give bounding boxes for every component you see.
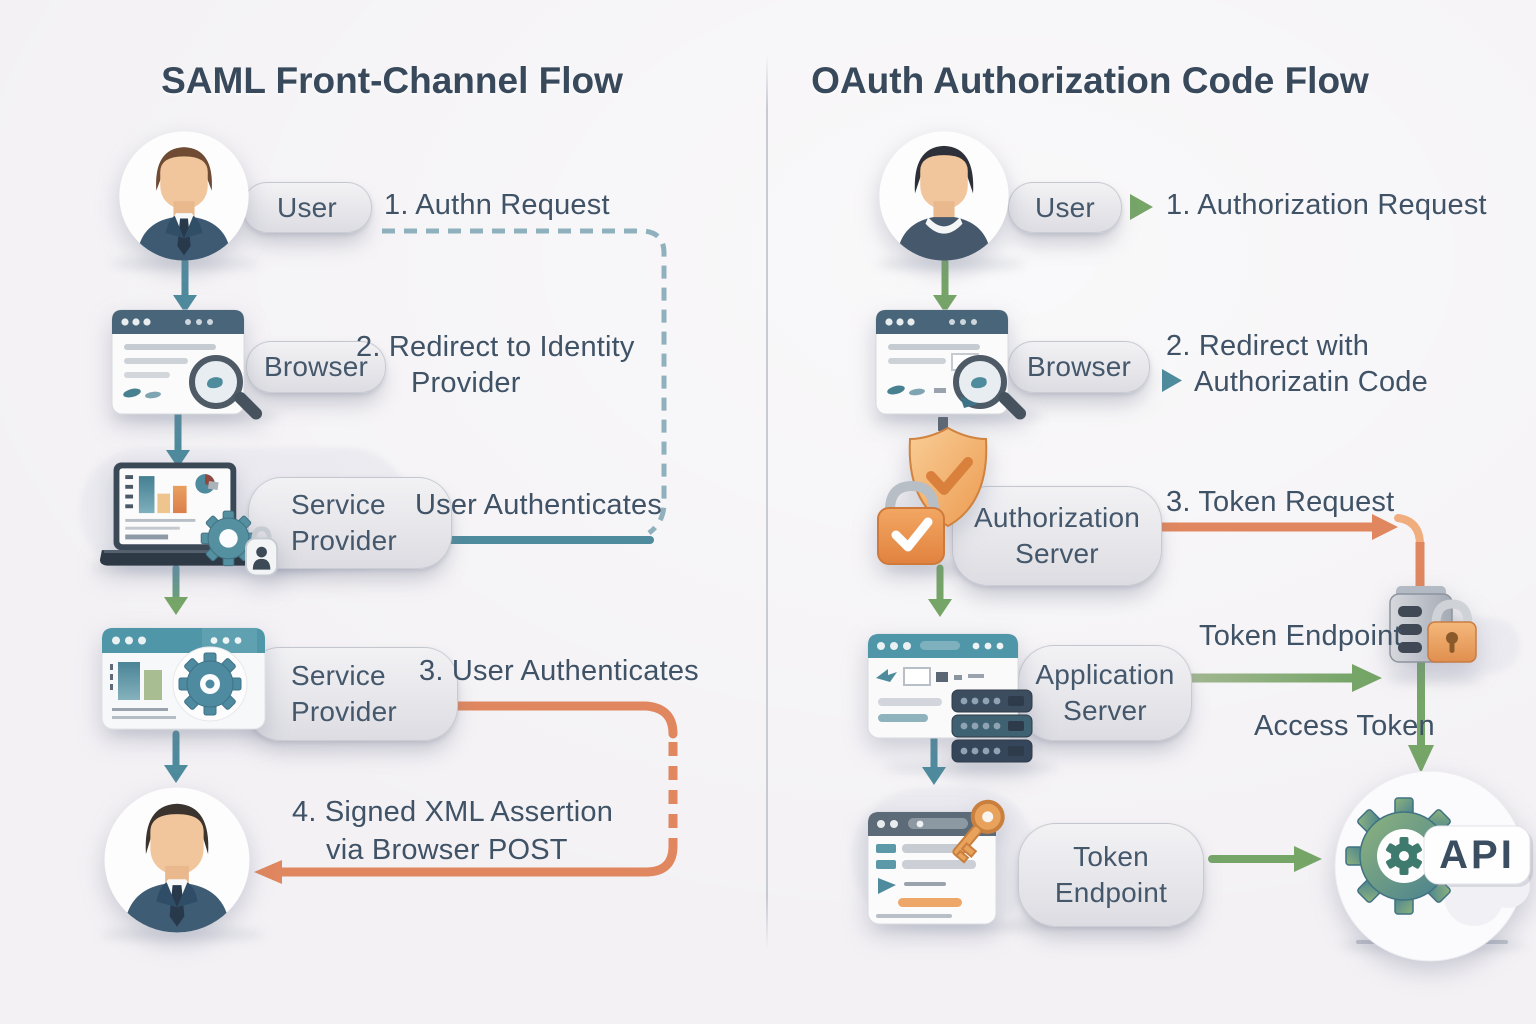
- magnifier-icon: [953, 355, 1027, 420]
- saml-service-provider-laptop-icon: [98, 462, 283, 577]
- oauth-auth-server-shield-lock-icon: [876, 424, 1006, 574]
- oauth-access-token-arrowhead: [1408, 745, 1434, 773]
- key-icon: [952, 799, 1005, 864]
- oauth-app-server-label-pill: Application Server: [1018, 645, 1192, 741]
- oauth-te-to-api-arrowhead: [1294, 846, 1322, 872]
- padlock-check-icon: [877, 480, 945, 565]
- oauth-user-label-pill: User: [1008, 182, 1122, 233]
- saml-service-provider-window-icon: [101, 627, 267, 731]
- lock-user-icon: [245, 526, 279, 577]
- oauth-step2-line1: 2. Redirect with: [1166, 330, 1370, 362]
- saml-step2-line1: 2. Redirect to Identity: [356, 331, 635, 363]
- oauth-token-request-fold: [1394, 514, 1424, 549]
- oauth-user-label: User: [1035, 191, 1095, 223]
- saml-sp1-label-pill: Service Provider: [248, 477, 452, 569]
- ground-shadow: [1388, 672, 1483, 682]
- oauth-auth-server-label-line2: Server: [1015, 538, 1099, 569]
- ground-shadow: [100, 928, 265, 941]
- saml-sp2-label-line1: Service: [291, 659, 386, 691]
- oauth-access-token-text: Access Token: [1254, 710, 1435, 742]
- saml-arrowhead-browser-to-sp: [166, 450, 190, 468]
- saml-user2-avatar-icon: [103, 786, 251, 934]
- saml-arrowhead-sp2-to-user: [164, 765, 188, 783]
- saml-step5-line2: via Browser POST: [326, 834, 568, 866]
- saml-assertion-bottom-arrow: [277, 841, 678, 877]
- oauth-token-endpoint-window-icon: [867, 798, 1020, 928]
- green-play-icon: [1130, 194, 1153, 220]
- saml-step5-line1: 4. Signed XML Assertion: [292, 796, 614, 828]
- saml-browser-icon: [111, 309, 263, 428]
- oauth-browser-icon: [875, 309, 1027, 428]
- saml-user-avatar-icon: [118, 130, 250, 262]
- saml-step1-text: 1. Authn Request: [384, 189, 610, 221]
- saml-step4-text: 3. User Authenticates: [419, 655, 699, 687]
- saml-arrowhead-sp-to-sp2: [164, 597, 188, 615]
- oauth-browser-label-pill: Browser: [1008, 341, 1150, 393]
- oauth-te-label-line2: Endpoint: [1054, 877, 1168, 908]
- oauth-browser-label: Browser: [1026, 351, 1132, 382]
- oauth-application-server-icon: [867, 632, 1038, 774]
- oauth-api-icon: API: [1332, 768, 1533, 964]
- oauth-te-label-pill: Token Endpoint: [1018, 823, 1204, 927]
- gear-icon: [178, 652, 242, 716]
- oauth-te-label-line1: Token: [1073, 840, 1149, 872]
- saml-assertion-bottom-arrowhead: [254, 860, 282, 884]
- api-label: API: [1439, 833, 1515, 877]
- oauth-token-endpoint-arrowhead: [1352, 664, 1382, 692]
- saml-title: SAML Front-Channel Flow: [161, 60, 623, 101]
- oauth-app-server-label-line1: Application: [1035, 658, 1175, 690]
- saml-user-label: User: [277, 191, 337, 223]
- saml-sp2-label-pill: Service Provider: [246, 647, 458, 741]
- saml-authn-dashed-path: [382, 228, 667, 536]
- oauth-arrowhead-app-to-te: [922, 767, 946, 785]
- saml-step2-line2: Provider: [411, 367, 521, 399]
- oauth-app-server-label-line2: Server: [1063, 695, 1147, 726]
- saml-sp1-label-line2: Provider: [291, 525, 397, 556]
- oauth-server-lock-icon: [1384, 586, 1484, 674]
- oauth-token-request-arrowhead: [1372, 514, 1398, 540]
- oauth-arrowhead-user-to-browser: [933, 295, 957, 313]
- saml-sp1-label-line1: Service: [291, 488, 386, 520]
- ground-shadow: [876, 258, 1026, 270]
- saml-sp2-label-line2: Provider: [291, 696, 397, 727]
- oauth-auth-server-label-line1: Authorization: [973, 501, 1141, 533]
- saml-browser-label: Browser: [263, 351, 369, 382]
- oauth-step2-line2: Authorizatin Code: [1194, 366, 1428, 398]
- oauth-step3-text: 3. Token Request: [1166, 486, 1395, 518]
- oauth-user-avatar-icon: [878, 130, 1010, 262]
- oauth-step1-text: 1. Authorization Request: [1166, 189, 1487, 221]
- teal-play-icon: [1162, 369, 1182, 392]
- saml-user-label-pill: User: [242, 182, 372, 233]
- saml-arrowhead-user-to-browser: [173, 295, 197, 313]
- saml-step3-text: User Authenticates: [415, 489, 663, 521]
- server-rack-icon: [951, 689, 1033, 763]
- oauth-auth-server-label-pill: Authorization Server: [952, 486, 1162, 586]
- saml-assertion-top-arrow: [433, 701, 678, 739]
- oauth-token-endpoint-text: Token Endpoint: [1199, 620, 1402, 652]
- oauth-arrowhead-auth-to-app: [928, 599, 952, 617]
- magnifier-icon: [189, 355, 263, 420]
- oauth-browser-to-auth-dash: [938, 417, 948, 431]
- oauth-title: OAuth Authorization Code Flow: [811, 60, 1369, 101]
- saml-browser-label-pill: Browser: [246, 341, 386, 393]
- gear-icon: [200, 510, 257, 567]
- column-divider: [766, 55, 768, 950]
